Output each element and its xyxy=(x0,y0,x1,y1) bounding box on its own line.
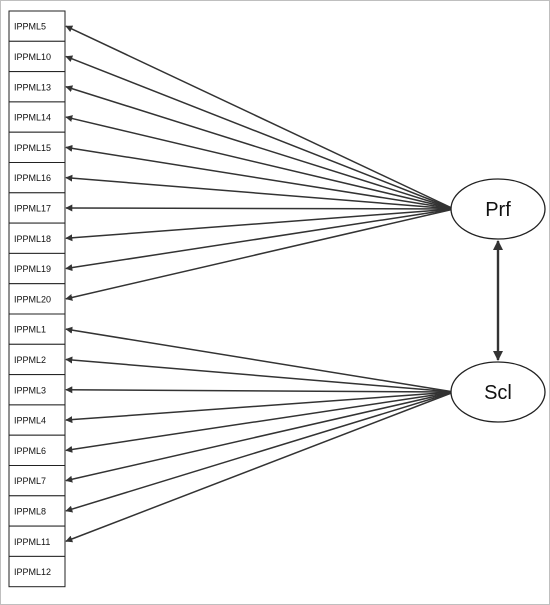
indicator-box xyxy=(8,465,66,497)
factor-scl: Scl xyxy=(450,361,546,423)
indicator-ippml4: IPPML4 xyxy=(8,404,66,436)
indicator-label: IPPML3 xyxy=(14,385,46,395)
factor-ellipse xyxy=(450,361,546,423)
indicator-ippml6: IPPML6 xyxy=(8,434,66,467)
indicator-ippml20: IPPML20 xyxy=(8,283,66,315)
indicator-box xyxy=(8,283,66,315)
indicator-ippml12: IPPML12 xyxy=(8,555,66,588)
loading-arrow-prf-ippml13 xyxy=(65,85,455,210)
indicator-label: IPPML16 xyxy=(14,173,51,183)
indicator-box xyxy=(8,10,66,42)
loading-arrow-scl-ippml8 xyxy=(65,391,455,513)
indicator-label: IPPML6 xyxy=(14,446,46,456)
indicator-box xyxy=(8,343,66,376)
nodes-layer: IPPML5IPPML10IPPML13IPPML14IPPML15IPPML1… xyxy=(8,10,546,588)
indicator-label: IPPML15 xyxy=(14,143,51,153)
indicator-ippml10: IPPML10 xyxy=(8,40,66,73)
indicator-label: IPPML14 xyxy=(14,113,51,123)
indicator-label: IPPML10 xyxy=(14,52,51,62)
loading-arrow-scl-ippml1 xyxy=(65,326,455,393)
indicator-label: IPPML8 xyxy=(14,506,46,516)
indicator-ippml16: IPPML16 xyxy=(8,162,66,194)
indicator-label: IPPML12 xyxy=(14,567,51,577)
loading-arrow-prf-ippml10 xyxy=(65,55,455,210)
indicator-box xyxy=(8,313,66,345)
factor-prf: Prf xyxy=(450,178,546,240)
indicator-ippml18: IPPML18 xyxy=(8,222,66,254)
indicator-ippml14: IPPML14 xyxy=(8,101,66,133)
loading-arrow-scl-ippml6 xyxy=(65,391,455,453)
indicator-box xyxy=(8,555,66,588)
loading-arrow-prf-ippml14 xyxy=(65,115,455,210)
factor-label: Scl xyxy=(484,382,512,404)
indicator-box xyxy=(8,162,66,194)
loading-arrow-prf-ippml5 xyxy=(65,25,455,210)
indicator-ippml19: IPPML19 xyxy=(8,252,66,285)
indicator-label: IPPML19 xyxy=(14,264,51,274)
indicator-box xyxy=(8,101,66,133)
indicator-box xyxy=(8,404,66,436)
indicator-box xyxy=(8,40,66,73)
indicator-ippml11: IPPML11 xyxy=(8,525,66,557)
loading-arrow-scl-ippml11 xyxy=(65,391,455,543)
indicator-box xyxy=(8,71,66,103)
indicator-label: IPPML11 xyxy=(14,537,50,547)
loading-arrow-scl-ippml7 xyxy=(65,391,455,483)
indicator-ippml1: IPPML1 xyxy=(8,313,66,345)
factor-ellipse xyxy=(450,178,546,240)
indicator-ippml5: IPPML5 xyxy=(8,10,66,42)
indicator-label: IPPML7 xyxy=(14,476,46,486)
loading-arrow-prf-ippml19 xyxy=(65,208,455,272)
loading-arrow-prf-ippml20 xyxy=(65,208,455,301)
loading-arrow-prf-ippml18 xyxy=(65,208,455,242)
indicator-label: IPPML5 xyxy=(14,22,46,32)
indicator-ippml13: IPPML13 xyxy=(8,71,66,103)
indicator-ippml3: IPPML3 xyxy=(8,374,66,406)
indicator-box xyxy=(8,495,66,527)
loading-arrow-prf-ippml15 xyxy=(65,144,455,210)
indicator-ippml17: IPPML17 xyxy=(8,192,66,224)
indicator-box xyxy=(8,131,66,163)
loading-arrow-scl-ippml3 xyxy=(65,386,455,394)
indicator-label: IPPML20 xyxy=(14,294,51,304)
edges-layer xyxy=(65,25,503,543)
indicator-box xyxy=(8,374,66,406)
loading-arrow-prf-ippml16 xyxy=(65,174,455,210)
indicator-label: IPPML1 xyxy=(14,325,46,335)
loading-arrow-scl-ippml4 xyxy=(65,391,455,424)
indicator-ippml15: IPPML15 xyxy=(8,131,66,163)
indicator-label: IPPML18 xyxy=(14,234,51,244)
indicator-ippml2: IPPML2 xyxy=(8,343,66,376)
indicator-label: IPPML17 xyxy=(14,203,51,213)
loading-arrow-prf-ippml17 xyxy=(65,204,455,212)
indicator-label: IPPML13 xyxy=(14,82,51,92)
loading-arrow-scl-ippml2 xyxy=(65,356,455,393)
indicator-ippml7: IPPML7 xyxy=(8,465,66,497)
indicator-label: IPPML4 xyxy=(14,416,46,426)
factor-label: Prf xyxy=(485,199,511,221)
indicator-label: IPPML2 xyxy=(14,355,46,365)
indicator-ippml8: IPPML8 xyxy=(8,495,66,527)
